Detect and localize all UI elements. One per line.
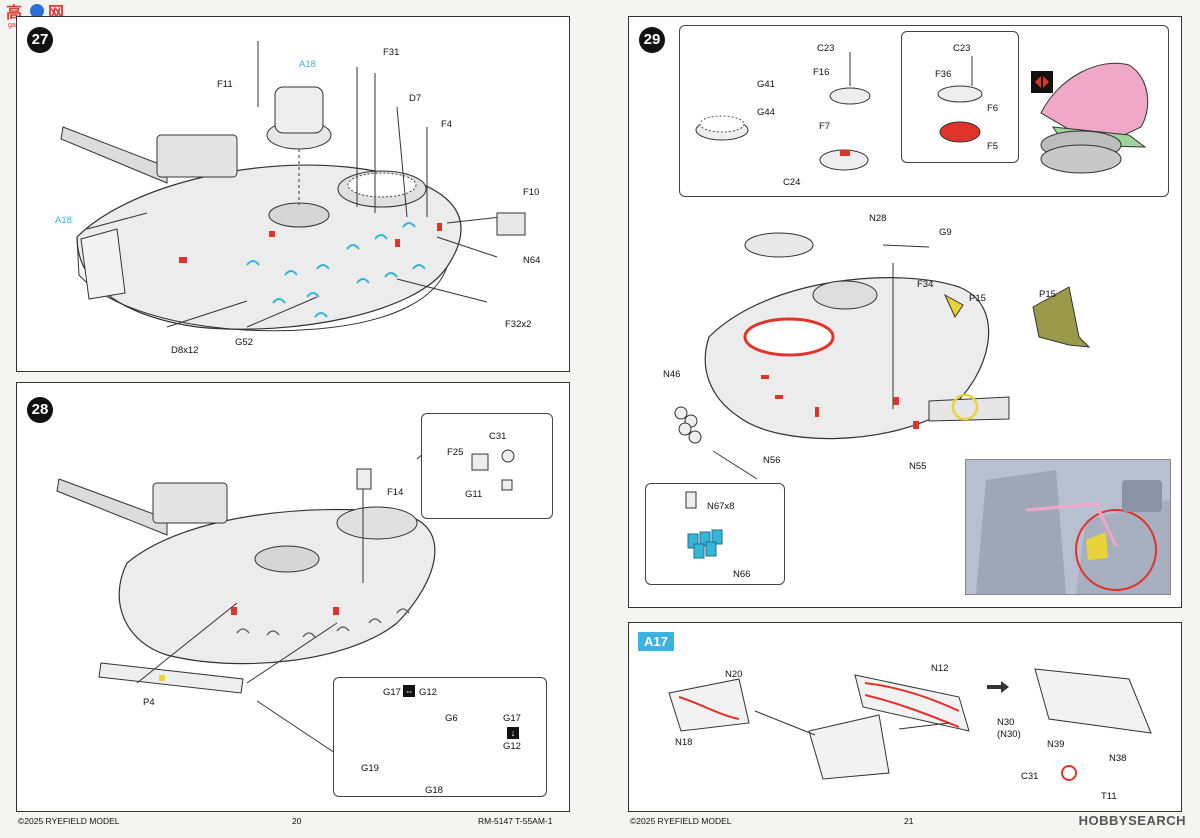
- left-footer-product: RM-5147 T-55AM-1: [478, 816, 553, 826]
- step-29-main-drawing: [674, 62, 1149, 480]
- label-p15-a: P15: [969, 293, 986, 304]
- label-f7: F7: [819, 121, 831, 132]
- label-f5: F5: [987, 141, 999, 152]
- label-t11: T11: [1101, 791, 1117, 802]
- label-p15-b: P15: [1039, 289, 1056, 300]
- label-d7: D7: [409, 93, 422, 104]
- label-g44: G44: [757, 107, 775, 118]
- left-page: 高 网 gao.shou.com 27: [0, 0, 600, 838]
- a17-drawing: [668, 668, 1152, 781]
- label-p4: P4: [143, 697, 155, 708]
- label-n46: N46: [663, 369, 681, 380]
- label-c23-a: C23: [817, 43, 835, 54]
- label-n20: N20: [725, 669, 743, 680]
- label-g17-b: G17: [503, 713, 521, 724]
- hobbysearch-watermark: HOBBYSEARCH: [1078, 813, 1186, 828]
- hatch-detail-drawing: [695, 52, 871, 171]
- label-f36: F36: [935, 69, 952, 80]
- right-footer-copyright: ©2025 RYEFIELD MODEL: [630, 816, 732, 826]
- label-n39: N39: [1047, 739, 1065, 750]
- label-d8x12: D8x12: [171, 345, 199, 356]
- label-a18-top: A18: [299, 59, 316, 70]
- reference-photo: [965, 459, 1171, 595]
- left-footer-page-number: 20: [292, 816, 302, 826]
- smoke-detail-drawing: [685, 491, 723, 559]
- label-n55: N55: [909, 461, 927, 472]
- swap-arrow-icon: ⇔: [403, 685, 415, 697]
- label-f11: F11: [217, 79, 233, 90]
- label-f34: F34: [917, 279, 934, 290]
- right-page: 29: [600, 0, 1200, 838]
- detail-cupola-drawing: [471, 449, 515, 491]
- step-29-cupola-detail-box: [901, 31, 1019, 163]
- label-n30: N30: [997, 717, 1015, 728]
- label-c24: C24: [783, 177, 801, 188]
- label-n66: N66: [733, 569, 751, 580]
- reference-photo-render: [966, 460, 1170, 594]
- label-n30-alt: (N30): [997, 729, 1021, 740]
- a17-tag: A17: [638, 632, 674, 651]
- label-n18: N18: [675, 737, 693, 748]
- label-n67x8: N67x8: [707, 501, 735, 512]
- label-g17-a: G17: [383, 687, 401, 698]
- label-f25: F25: [447, 447, 464, 458]
- cupola-detail-drawing: [937, 56, 983, 143]
- step-27-panel: 27: [16, 16, 570, 372]
- step-28-panel: 28: [16, 382, 570, 812]
- left-footer-copyright: ©2025 RYEFIELD MODEL: [18, 816, 120, 826]
- label-f31: F31: [383, 47, 400, 58]
- swap-icon: [1031, 71, 1053, 93]
- label-n28: N28: [869, 213, 887, 224]
- label-g12-a: G12: [419, 687, 437, 698]
- step-28-detail-box: [421, 413, 553, 519]
- label-n64: N64: [523, 255, 541, 266]
- label-f4: F4: [441, 119, 453, 130]
- step-29-panel: 29: [628, 16, 1182, 608]
- label-f32x2: F32x2: [505, 319, 532, 330]
- step-28-badge: 28: [27, 397, 53, 423]
- swap-icon-glyph: [1035, 76, 1049, 88]
- step-27-badge: 27: [27, 27, 53, 53]
- label-g19: G19: [361, 763, 379, 774]
- label-g6: G6: [445, 713, 458, 724]
- label-f16: F16: [813, 67, 830, 78]
- down-arrow-icon: ↓: [507, 727, 519, 739]
- label-g9: G9: [939, 227, 952, 238]
- label-f6: F6: [987, 103, 999, 114]
- label-f10: F10: [523, 187, 540, 198]
- label-c31: C31: [489, 431, 507, 442]
- right-footer-page-number: 21: [904, 816, 914, 826]
- step-29-badge: 29: [639, 27, 665, 53]
- a17-panel: N20 N18 N12 N30 (N30) N39 N38 C31 T11: [628, 622, 1182, 812]
- label-n38: N38: [1109, 753, 1127, 764]
- step-29-smoke-detail-box: [645, 483, 785, 585]
- label-f14: F14: [387, 487, 404, 498]
- label-g41: G41: [757, 79, 775, 90]
- label-c23-b: C23: [953, 43, 971, 54]
- label-g52: G52: [235, 337, 253, 348]
- label-n56: N56: [763, 455, 781, 466]
- label-a18-left: A18: [55, 215, 72, 226]
- label-g18: G18: [425, 785, 443, 796]
- label-c31-a17: C31: [1021, 771, 1039, 782]
- label-n12: N12: [931, 663, 949, 674]
- label-g12-b: G12: [503, 741, 521, 752]
- step-27-drawing: [60, 41, 526, 332]
- step-28-tube-detail-box: [333, 677, 547, 797]
- label-g11: G11: [465, 489, 483, 500]
